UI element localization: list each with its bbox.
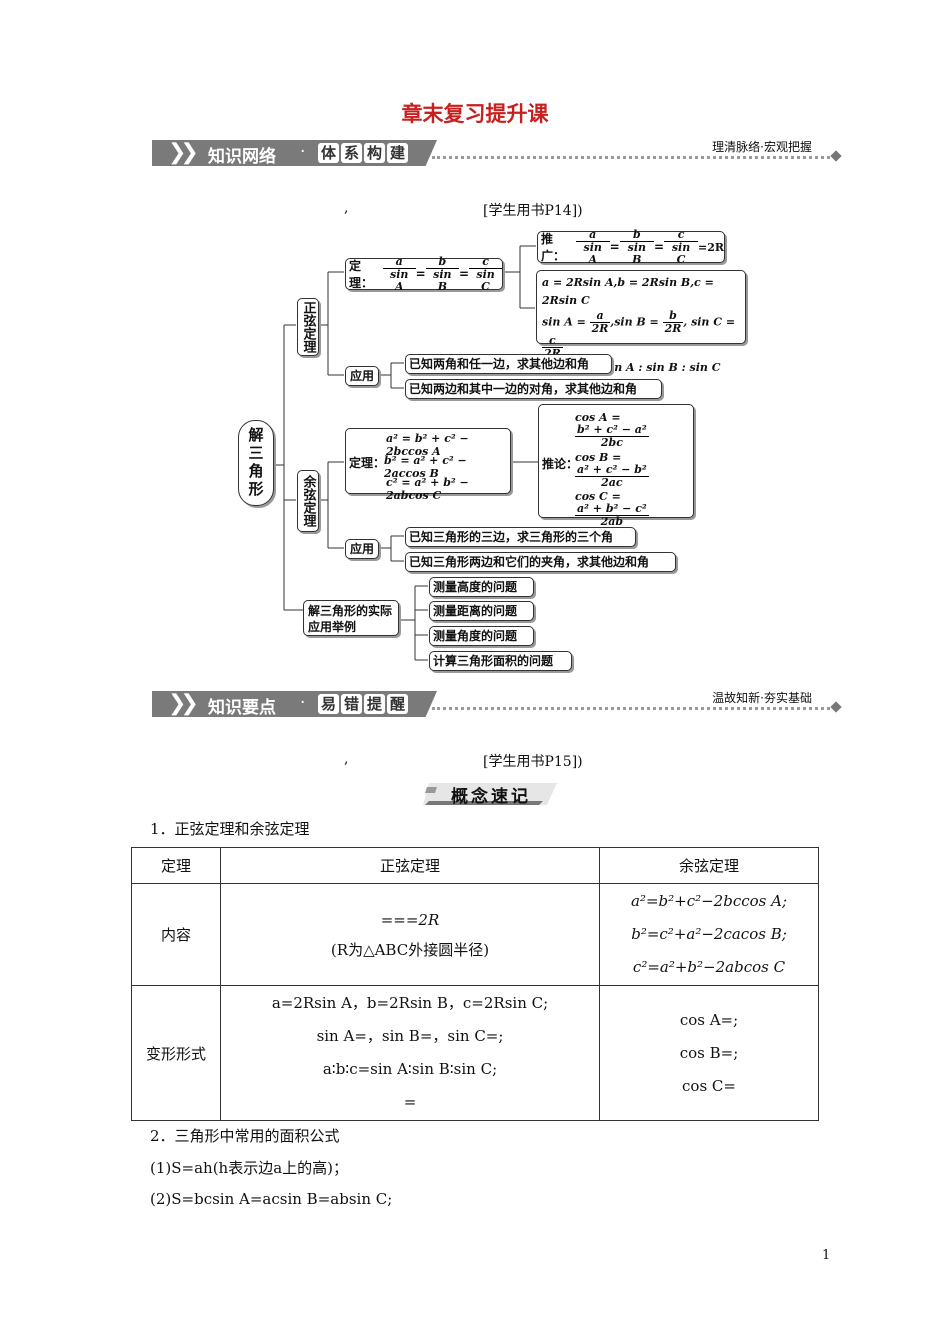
banner-title: 知识网络 <box>208 147 276 167</box>
ref-comma: , <box>344 751 349 767</box>
equals-2r: =2R <box>697 240 724 254</box>
banner-subtitle: 温故知新·夯实基础 <box>706 689 818 706</box>
node-practical-2: 测量距离的问题 <box>429 601 534 621</box>
chevron-icon: ❯❯ <box>168 140 199 165</box>
banner-keyword: 错 <box>341 694 363 714</box>
cell-line: (R为△ABC外接圆半径) <box>330 940 490 959</box>
cell-line: b²=c²+a²−2cacos B; <box>631 925 787 943</box>
node-cosine-law: 余弦定理 <box>297 470 319 532</box>
banner-keyword: 构 <box>364 143 386 163</box>
banner-dot: · <box>300 693 306 713</box>
row-label: 内容 <box>131 883 221 986</box>
node-practical-4: 计算三角形面积的问题 <box>429 651 572 671</box>
table-cell: a²=b²+c²−2bccos A; b²=c²+a²−2cacos B; c²… <box>599 883 819 986</box>
cell-line: cos C= <box>682 1076 736 1095</box>
ref-comma: , <box>344 200 349 216</box>
banner-keyword: 建 <box>387 143 409 163</box>
cosine-formula: a² = b² + c² − 2bccos A <box>386 432 469 458</box>
node-sine-apply-1: 已知两角和任一边，求其他边和角 <box>405 354 612 374</box>
table-row: 内容 ===2R (R为△ABC外接圆半径) a²=b²+c²−2bccos A… <box>131 883 819 986</box>
node-cosine-apply-2: 已知三角形两边和它们的夹角，求其他边和角 <box>405 552 676 572</box>
banner-keywords: 体 系 构 建 <box>318 143 409 163</box>
cell-line: cos B=; <box>679 1043 739 1062</box>
node-cosine-theorem: 定理： a² = b² + c² − 2bccos A b² = a² + c²… <box>345 428 511 502</box>
banner-keyword: 醒 <box>387 694 409 714</box>
cell-line: a=2Rsin A，b=2Rsin B，c=2Rsin C; <box>271 994 549 1012</box>
node-sine-forms: a = 2Rsin A,b = 2Rsin B,c = 2Rsin C sin … <box>536 270 746 374</box>
section-banner-key-points: ❯❯ 知识要点 · 易 错 提 醒 温故知新·夯实基础 <box>152 689 842 718</box>
banner-dot: · <box>300 142 306 162</box>
page-title: 章末复习提升课 <box>401 102 549 126</box>
mindmap-connectors <box>273 245 538 661</box>
cosine-formula: c² = a² + b² − 2abcos C <box>386 476 469 502</box>
concept-section-title: 概念速记 <box>451 787 531 807</box>
node-sine-apply: 应用 <box>345 366 379 386</box>
banner-keywords: 易 错 提 醒 <box>318 694 409 714</box>
table-header: 余弦定理 <box>599 847 819 884</box>
table-header: 正弦定理 <box>220 847 600 884</box>
area-formula-2: (2)S=bcsin A=acsin B=absin C; <box>150 1190 393 1208</box>
book-reference: [学生用书P14]) <box>483 203 583 219</box>
sine-form-line: a = 2Rsin A,b = 2Rsin B,c = 2Rsin C <box>542 276 714 307</box>
banner-subtitle: 理清脉络·宏观把握 <box>706 138 818 155</box>
generalization-label: 推广： <box>541 232 566 263</box>
heading-sine-cosine: 1．正弦定理和余弦定理 <box>150 820 310 838</box>
theorem-label: 定理： <box>349 456 386 470</box>
table-header-row: 定理 正弦定理 余弦定理 <box>131 847 819 884</box>
mindmap-root: 解三角形 <box>238 420 274 506</box>
node-cosine-apply-1: 已知三角形的三边，求三角形的三个角 <box>405 527 636 547</box>
concept-section-label: 概念速记 <box>423 779 559 807</box>
cell-line: = <box>403 1093 417 1111</box>
diamond-icon <box>830 701 842 713</box>
row-label: 变形形式 <box>131 985 221 1121</box>
banner-keyword: 提 <box>364 694 386 714</box>
table-header: 定理 <box>131 847 221 884</box>
node-cosine-apply: 应用 <box>345 539 379 559</box>
banner-keyword: 系 <box>341 143 363 163</box>
cell-line: a²=b²+c²−2bccos A; <box>630 892 788 910</box>
theorem-table: 定理 正弦定理 余弦定理 内容 ===2R (R为△ABC外接圆半径) a²=b… <box>131 847 819 1121</box>
banner-title: 知识要点 <box>208 698 276 718</box>
node-practical-3: 测量角度的问题 <box>429 626 534 646</box>
theorem-label: 定理： <box>349 259 374 290</box>
cell-line: a∶b∶c=sin A∶sin B∶sin C; <box>322 1060 498 1078</box>
page-number: 1 <box>822 1248 831 1263</box>
cosine-formula: b² = a² + c² − 2accos B <box>384 454 467 480</box>
table-row: 变形形式 a=2Rsin A，b=2Rsin B，c=2Rsin C; sin … <box>131 985 819 1121</box>
cell-line: sin A=，sin B=，sin C=; <box>316 1027 504 1045</box>
chevron-icon: ❯❯ <box>168 691 199 716</box>
banner-keyword: 易 <box>318 694 340 714</box>
node-practical-applications: 解三角形的实际应用举例 <box>303 600 399 636</box>
node-practical-1: 测量高度的问题 <box>429 577 534 597</box>
table-cell: cos A=; cos B=; cos C= <box>599 985 819 1121</box>
cell-line: cos A=; <box>679 1010 739 1029</box>
node-sine-apply-2: 已知两边和其中一边的对角，求其他边和角 <box>405 379 662 399</box>
banner-keyword: 体 <box>318 143 340 163</box>
section-banner-knowledge-network: ❯❯ 知识网络 · 体 系 构 建 理清脉络·宏观把握 <box>152 138 842 167</box>
cell-line: c²=a²+b²−2abcos C <box>632 958 786 976</box>
table-cell: ===2R (R为△ABC外接圆半径) <box>220 883 600 986</box>
heading-area-formulas: 2．三角形中常用的面积公式 <box>150 1127 340 1145</box>
node-sine-law: 正弦定理 <box>297 298 319 356</box>
corollary-label: 推论： <box>542 457 579 471</box>
book-reference: [学生用书P15]) <box>483 754 583 770</box>
cell-line: ===2R <box>380 910 440 929</box>
table-cell: a=2Rsin A，b=2Rsin B，c=2Rsin C; sin A=，si… <box>220 985 600 1121</box>
area-formula-1: (1)S=ah(h表示边a上的高)； <box>150 1159 349 1177</box>
